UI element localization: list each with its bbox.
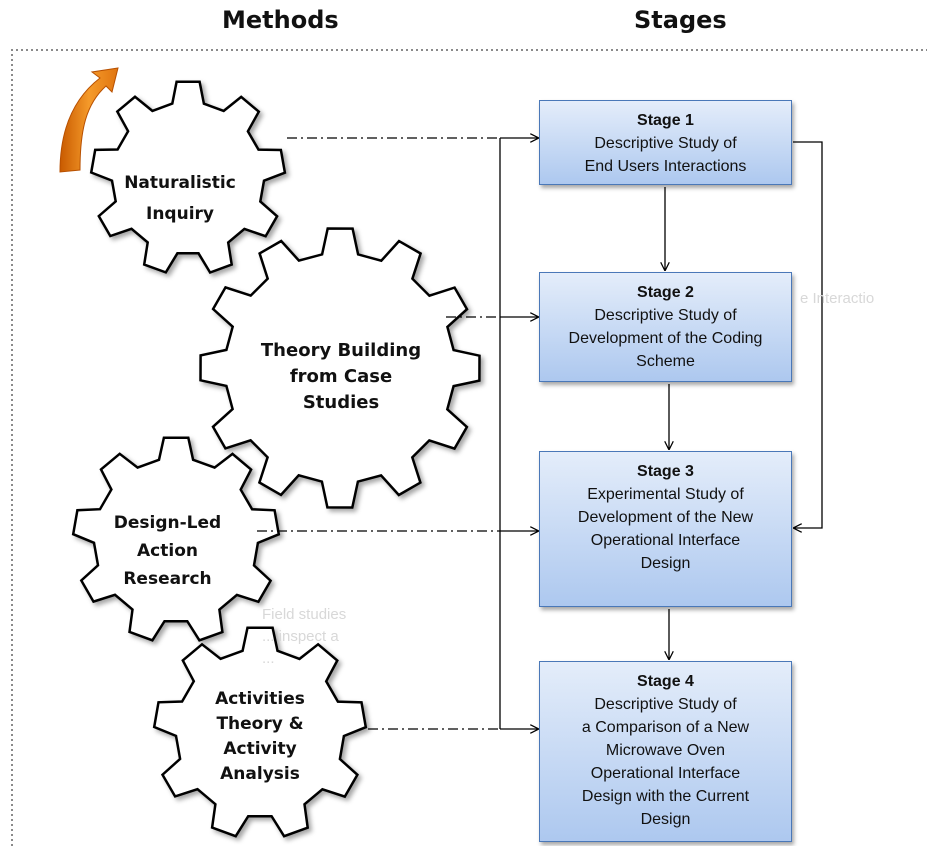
method-label-activities-theory: Activities Theory & Activity Analysis [215, 689, 305, 784]
dotted-frame [11, 49, 927, 846]
stage-3-box: Stage 3 Experimental Study of Developmen… [539, 451, 792, 607]
methods-header: Methods [222, 6, 339, 34]
faint-background-text: Field studies ... inspect a ... [262, 606, 347, 667]
gear-shape-naturalistic-inquiry [89, 80, 287, 275]
rotation-arrow-icon [59, 67, 119, 173]
stage-description: Descriptive Study of a Comparison of a N… [581, 696, 750, 828]
faint-background-text: e Interactio [800, 290, 875, 307]
stage-title: Stage 4 [637, 673, 694, 690]
method-label-theory-building: Theory Building from Case Studies [260, 340, 422, 413]
gear-shape-activities-theory [152, 626, 368, 838]
method-label-naturalistic-inquiry: Naturalistic Inquiry [124, 173, 236, 224]
gear-shape-theory-building [199, 227, 481, 509]
stage-1-box: Stage 1 Descriptive Study of End Users I… [539, 100, 792, 185]
method-label-design-led-action-research: Design-Led Action Research [113, 513, 222, 589]
loop-arrow-stage-1-3 [793, 141, 823, 528]
stage-title: Stage 2 [637, 284, 694, 301]
stage-4-box: Stage 4 Descriptive Study of a Compariso… [539, 661, 792, 842]
stage-title: Stage 1 [637, 112, 694, 129]
stage-description: Experimental Study of Development of the… [577, 486, 754, 572]
stage-2-box: Stage 2 Descriptive Study of Development… [539, 272, 792, 382]
stages-header: Stages [634, 6, 727, 34]
stage-description: Descriptive Study of End Users Interacti… [584, 135, 747, 175]
stage-title: Stage 3 [637, 463, 694, 480]
gear-shape-design-led-action-research [71, 436, 281, 642]
stage-description: Descriptive Study of Development of the … [568, 307, 763, 370]
